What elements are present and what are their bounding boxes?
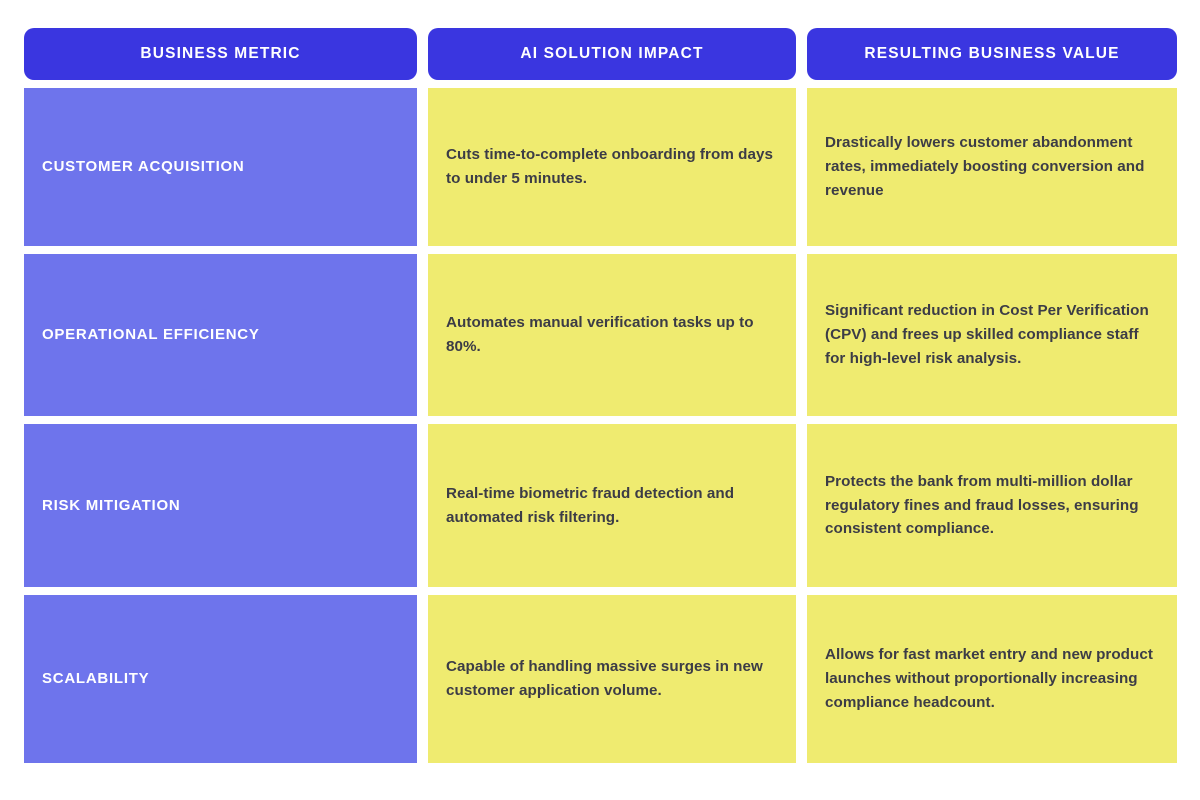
cell-ai-solution-impact: Real-time biometric fraud detection and …	[428, 424, 796, 587]
value-text: Protects the bank from multi-million dol…	[825, 472, 1139, 538]
cell-business-metric: SCALABILITY	[24, 595, 417, 763]
value-text: Significant reduction in Cost Per Verifi…	[825, 302, 1149, 367]
cell-resulting-business-value: Allows for fast market entry and new pro…	[807, 595, 1177, 763]
cell-ai-solution-impact: Capable of handling massive surges in ne…	[428, 595, 796, 763]
cell-business-metric: CUSTOMER ACQUISITION	[24, 88, 417, 246]
impact-text: Real-time biometric fraud detection and …	[446, 484, 735, 526]
cell-resulting-business-value: Protects the bank from multi-million dol…	[807, 424, 1177, 587]
metric-label: CUSTOMER ACQUISITION	[42, 158, 245, 176]
table-header-row: BUSINESS METRIC AI SOLUTION IMPACT RESUL…	[24, 28, 1177, 80]
impact-text: Capable of handling massive surges in ne…	[446, 658, 763, 699]
table-row: CUSTOMER ACQUISITION Cuts time-to-comple…	[24, 88, 1177, 246]
column-header-resulting-business-value: RESULTING BUSINESS VALUE	[807, 28, 1177, 80]
table-row: OPERATIONAL EFFICIENCY Automates manual …	[24, 254, 1177, 416]
table-row: RISK MITIGATION Real-time biometric frau…	[24, 424, 1177, 587]
impact-text: Automates manual verification tasks up t…	[446, 314, 754, 355]
metric-label: RISK MITIGATION	[42, 496, 181, 514]
column-header-ai-solution-impact: AI SOLUTION IMPACT	[428, 28, 796, 80]
cell-ai-solution-impact: Automates manual verification tasks up t…	[428, 254, 796, 416]
value-text: Drastically lowers customer abandonment …	[825, 134, 1145, 199]
cell-business-metric: RISK MITIGATION	[24, 424, 417, 587]
column-header-label: RESULTING BUSINESS VALUE	[864, 45, 1120, 62]
table-row: SCALABILITY Capable of handling massive …	[24, 595, 1177, 763]
column-header-label: BUSINESS METRIC	[140, 45, 301, 62]
cell-business-metric: OPERATIONAL EFFICIENCY	[24, 254, 417, 416]
metric-label: OPERATIONAL EFFICIENCY	[42, 326, 260, 344]
column-header-business-metric: BUSINESS METRIC	[24, 28, 417, 80]
impact-text: Cuts time-to-complete onboarding from da…	[446, 146, 773, 187]
value-text: Allows for fast market entry and new pro…	[825, 646, 1153, 711]
column-header-label: AI SOLUTION IMPACT	[520, 45, 704, 62]
cell-resulting-business-value: Drastically lowers customer abandonment …	[807, 88, 1177, 246]
cell-resulting-business-value: Significant reduction in Cost Per Verifi…	[807, 254, 1177, 416]
cell-ai-solution-impact: Cuts time-to-complete onboarding from da…	[428, 88, 796, 246]
comparison-table: BUSINESS METRIC AI SOLUTION IMPACT RESUL…	[24, 28, 1177, 763]
metric-label: SCALABILITY	[42, 670, 150, 688]
